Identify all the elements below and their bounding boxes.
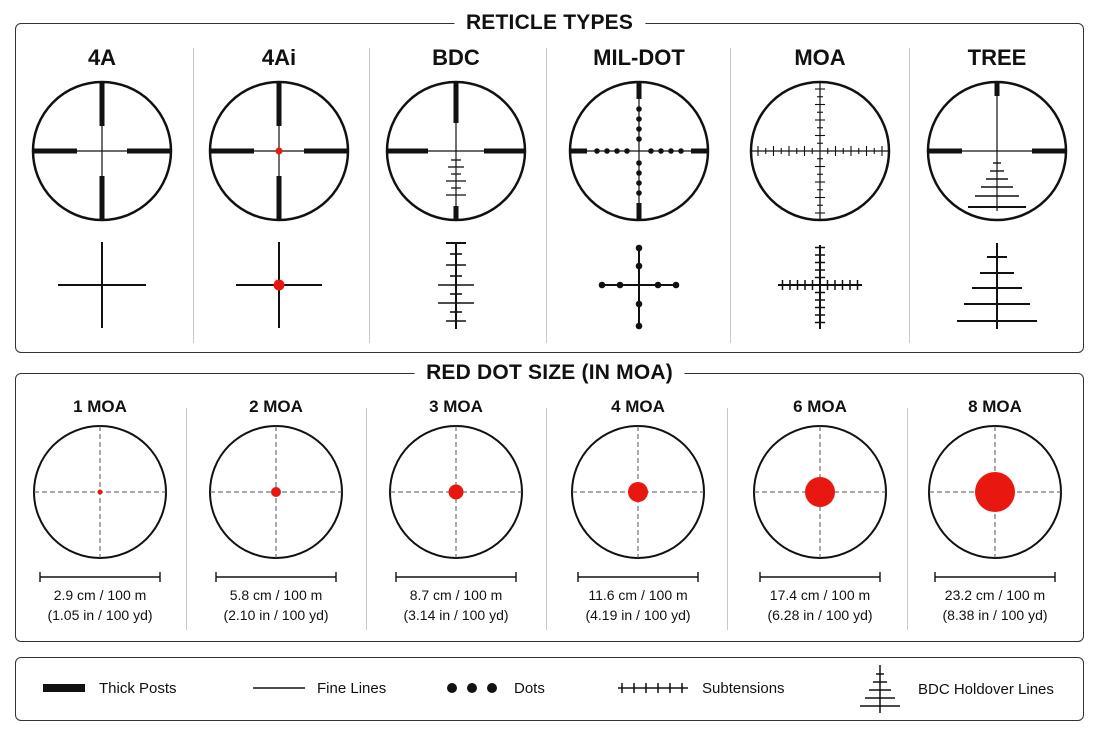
bdc-holdover-icon [860, 665, 900, 713]
dot-size-imperial: (4.19 in / 100 yd) [585, 607, 691, 623]
separator [907, 408, 908, 630]
measurement-bracket [759, 572, 881, 582]
legend-item-bdc-holdover-lines: BDC Holdover Lines [858, 664, 1054, 714]
reticle-types-panel: RETICLE TYPES [15, 10, 1084, 353]
reticle-title-moa: MOA [794, 45, 846, 70]
dot-size-imperial: (3.14 in / 100 yd) [403, 607, 509, 623]
legend-label: Fine Lines [317, 679, 387, 697]
legend-item-fine-lines: Fine Lines [253, 678, 386, 698]
dot-size-imperial: (6.28 in / 100 yd) [767, 607, 873, 623]
dot-size-label: 6 MOA [793, 397, 847, 416]
measurement-bracket [577, 572, 699, 582]
dot-size-imperial: (2.10 in / 100 yd) [223, 607, 329, 623]
separator [546, 408, 547, 630]
reticle-bdc-detail [438, 242, 474, 329]
reticle-title-4a: 4A [87, 45, 117, 70]
red-dot [97, 489, 103, 495]
red-dot-scope [33, 425, 167, 559]
dot-size-imperial: (8.38 in / 100 yd) [942, 607, 1048, 623]
legend-label: BDC Holdover Lines [918, 680, 1054, 698]
dot-size-label: 2 MOA [249, 397, 303, 416]
red-dot-size-title: RED DOT SIZE (IN MOA) [414, 360, 685, 386]
red-dot [975, 472, 1015, 512]
red-dot [628, 482, 648, 502]
legend-label: Thick Posts [99, 679, 177, 697]
reticle-4ai-scope [208, 80, 350, 222]
red-dot [271, 487, 281, 497]
red-dot [448, 484, 464, 500]
reticle-4ai-detail [236, 242, 322, 328]
legend-item-thick-posts: Thick Posts [43, 678, 177, 698]
reticle-moa-detail [778, 245, 862, 329]
red-dot-scope [389, 425, 523, 559]
reticle-title-mil-dot: MIL-DOT [593, 45, 685, 70]
dot-size-label: 4 MOA [611, 397, 665, 416]
dots-icon [447, 683, 497, 693]
dot-size-metric: 2.9 cm / 100 m [53, 587, 147, 603]
reticle-bdc-scope [385, 80, 527, 222]
separator [909, 48, 910, 343]
separator [730, 48, 731, 343]
separator [727, 408, 728, 630]
subtensions-icon [618, 683, 688, 693]
separator [369, 48, 370, 343]
dot-size-metric: 8.7 cm / 100 m [409, 587, 503, 603]
legend-item-subtensions: Subtensions [618, 678, 785, 698]
fine-lines-icon [253, 687, 305, 689]
reticle-4a-scope [31, 80, 173, 222]
reticle-tree-detail [957, 243, 1037, 329]
reticle-title-4ai: 4Ai [261, 45, 297, 70]
reticle-title-tree: TREE [967, 45, 1027, 70]
dot-size-label: 8 MOA [968, 397, 1022, 416]
dot-size-metric: 17.4 cm / 100 m [769, 587, 871, 603]
red-dot [805, 477, 835, 507]
measurement-bracket [395, 572, 517, 582]
red-dot-scope [571, 425, 705, 559]
reticle-mil-dot-scope [568, 80, 710, 222]
thick-posts-icon [43, 684, 85, 692]
reticle-moa-scope [749, 80, 891, 222]
separator [546, 48, 547, 343]
dot-size-metric: 11.6 cm / 100 m [588, 587, 688, 603]
red-dot-scope [753, 425, 887, 559]
separator [186, 408, 187, 630]
dot-size-metric: 5.8 cm / 100 m [229, 587, 323, 603]
measurement-bracket [215, 572, 337, 582]
legend-item-dots: Dots [446, 678, 545, 698]
reticle-types-title: RETICLE TYPES [453, 10, 646, 36]
reticle-mil-dot-detail [598, 244, 680, 330]
dot-size-imperial: (1.05 in / 100 yd) [47, 607, 153, 623]
reticle-4a-detail [58, 242, 146, 328]
separator [193, 48, 194, 343]
legend-panel [15, 657, 1084, 721]
measurement-bracket [39, 572, 161, 582]
separator [366, 408, 367, 630]
red-dot-size-panel: RED DOT SIZE (IN MOA) [15, 360, 1084, 642]
measurement-bracket [934, 572, 1056, 582]
dot-size-metric: 23.2 cm / 100 m [944, 587, 1046, 603]
legend-label: Subtensions [702, 679, 785, 697]
red-dot-scope [209, 425, 343, 559]
reticle-title-bdc: BDC [432, 45, 480, 70]
legend-label: Dots [514, 679, 545, 697]
reticle-tree-scope [926, 80, 1068, 222]
dot-size-label: 3 MOA [429, 397, 483, 416]
red-dot-scope [928, 425, 1062, 559]
dot-size-label: 1 MOA [73, 397, 127, 416]
